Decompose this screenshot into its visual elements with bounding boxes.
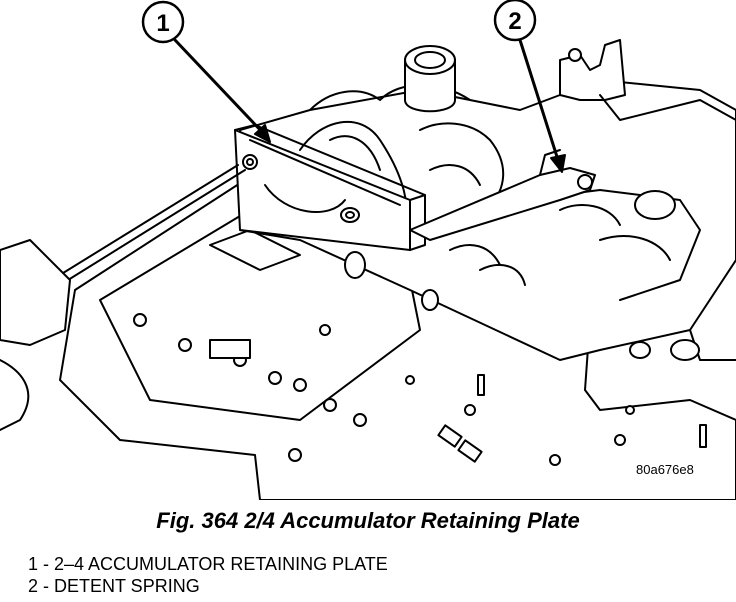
legend: 1 - 2–4 ACCUMULATOR RETAINING PLATE 2 - …	[28, 553, 388, 597]
callout-2: 2	[493, 0, 566, 173]
callout-1-number: 1	[156, 10, 169, 37]
accumulator-piston	[404, 45, 456, 113]
callout-1-arrowhead	[254, 124, 271, 143]
callout-2-leader	[518, 38, 560, 162]
legend-item-1: 1 - 2–4 ACCUMULATOR RETAINING PLATE	[28, 554, 388, 574]
valve-body-bracket	[559, 39, 736, 121]
detent-spring	[409, 149, 596, 241]
accumulator-retaining-plate	[234, 124, 426, 251]
callout-1: 1	[141, 0, 271, 143]
callout-1-leader	[173, 38, 267, 137]
callout-1-circle	[141, 0, 185, 44]
callout-2-number: 2	[508, 8, 521, 35]
callout-2-arrowhead	[550, 154, 566, 173]
figure-caption: Fig. 364 2/4 Accumulator Retaining Plate	[156, 508, 580, 533]
callout-2-circle	[493, 0, 537, 42]
screwdriver	[0, 164, 246, 431]
legend-item-2: 2 - DETENT SPRING	[28, 576, 200, 596]
plate-holes	[133, 190, 707, 466]
image-code: 80a676e8	[636, 462, 694, 477]
valve-body-illustration: 1 2	[0, 0, 736, 500]
